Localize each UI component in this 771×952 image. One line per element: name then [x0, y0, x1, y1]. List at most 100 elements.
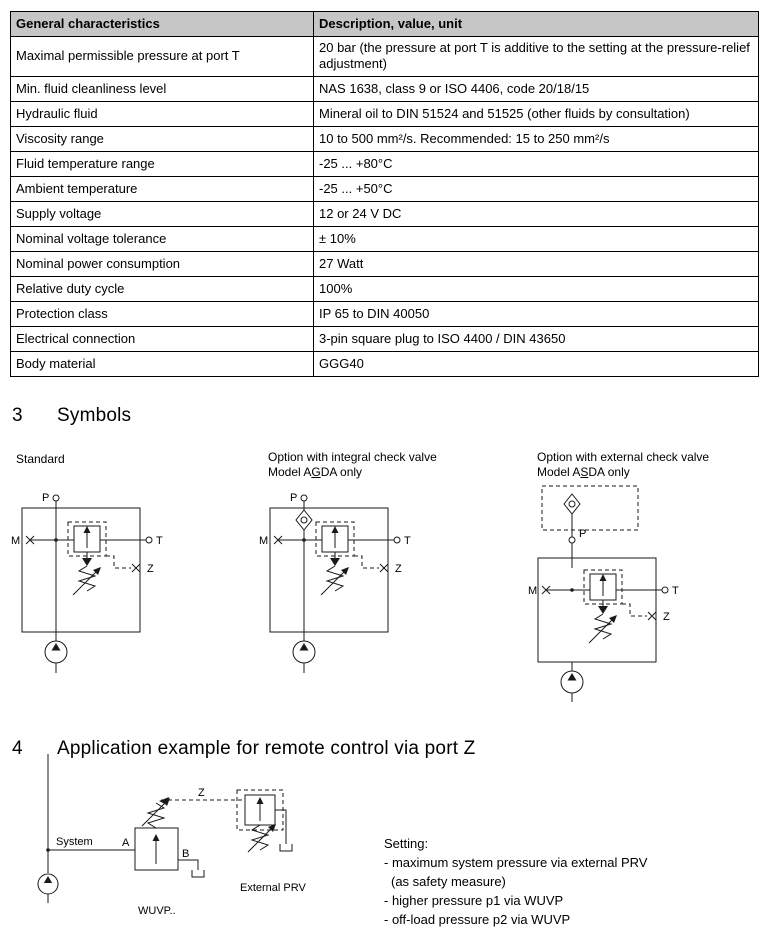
spec-cell-characteristic: Ambient temperature: [10, 176, 314, 202]
valve-envelope: [269, 507, 389, 633]
spec-cell-value: -25 ... +80°C: [313, 151, 759, 177]
settings-title: Setting:: [384, 836, 429, 851]
pump-icon: [44, 632, 68, 673]
external-prv-label: External PRV: [240, 882, 306, 894]
system-label: System: [56, 836, 93, 848]
port-p-icon: [568, 536, 576, 544]
spec-cell-value: Mineral oil to DIN 51524 and 51525 (othe…: [313, 101, 759, 127]
settings-item: - higher pressure p1 via WUVP: [384, 893, 564, 908]
port-z-closed-icon: [379, 563, 389, 573]
spec-cell-characteristic: Nominal voltage tolerance: [10, 226, 314, 252]
port-t-icon: [393, 536, 401, 544]
symbol-label-asda-line1: Option with external check valve: [537, 450, 710, 464]
section-number: 3: [12, 405, 23, 426]
external-check-envelope: [541, 485, 639, 531]
application-example-diagram: System A B Z: [37, 754, 306, 917]
settings-block: Setting: - maximum system pressure via e…: [384, 834, 647, 929]
spec-cell-characteristic: Hydraulic fluid: [10, 101, 314, 127]
spec-table: General characteristics Description, val…: [10, 11, 759, 377]
spring-icon: [72, 565, 101, 596]
symbol-label-agda-line2: Model AGDA only: [268, 465, 363, 479]
port-label-m: M: [11, 535, 20, 547]
spec-cell-value: -25 ... +50°C: [313, 176, 759, 202]
spec-cell-characteristic: Fluid temperature range: [10, 151, 314, 177]
port-m-closed-icon: [541, 585, 551, 595]
port-label-m: M: [528, 585, 537, 597]
relief-valve-icon: [315, 521, 355, 566]
header-description-value-unit: Description, value, unit: [313, 11, 759, 37]
symbol-label-asda: Option with external check valve Model A…: [537, 450, 709, 480]
hydraulic-symbol-standard: P M T Z: [11, 492, 163, 673]
pump-icon: [37, 873, 59, 903]
external-prv-icon: [236, 789, 293, 853]
settings-item: - off-load pressure p2 via WUVP: [384, 912, 571, 927]
pump-icon: [292, 632, 316, 673]
header-general-characteristics: General characteristics: [10, 11, 314, 37]
spec-cell-characteristic: Supply voltage: [10, 201, 314, 227]
port-label-t: T: [672, 585, 679, 597]
port-label-z: Z: [198, 787, 205, 799]
spec-cell-value: 100%: [313, 276, 759, 302]
check-valve-icon: [295, 509, 313, 531]
table-header-row: General characteristics Description, val…: [10, 11, 759, 37]
spec-cell-value: ± 10%: [313, 226, 759, 252]
spec-cell-value: NAS 1638, class 9 or ISO 4406, code 20/1…: [313, 76, 759, 102]
spring-icon: [588, 613, 617, 644]
port-label-p: P: [579, 528, 586, 540]
settings-item: (as safety measure): [391, 874, 506, 889]
port-label-t: T: [404, 535, 411, 547]
hydraulic-symbol-agda: P M T Z: [259, 492, 411, 673]
port-label-m: M: [259, 535, 268, 547]
relief-valve-icon: [67, 521, 107, 566]
port-z-closed-icon: [647, 611, 657, 621]
port-label-p: P: [42, 492, 49, 504]
port-label-z: Z: [147, 563, 154, 575]
section-heading-symbols: 3 Symbols: [12, 405, 131, 427]
table-row: Ambient temperature-25 ... +50°C: [10, 176, 759, 202]
pilot-arrow-icon: [159, 797, 169, 805]
spec-cell-value: 27 Watt: [313, 251, 759, 277]
check-valve-icon: [563, 493, 581, 515]
symbol-label-standard: Standard: [16, 452, 65, 466]
spring-icon: [320, 565, 349, 596]
port-m-closed-icon: [273, 535, 283, 545]
spec-cell-value: 3-pin square plug to ISO 4400 / DIN 4365…: [313, 326, 759, 352]
settings-item: - maximum system pressure via external P…: [384, 855, 648, 870]
relief-valve-icon: [583, 569, 623, 614]
pump-icon: [560, 662, 584, 702]
wuvp-valve-icon: [134, 827, 179, 871]
port-t-icon: [145, 536, 153, 544]
spec-cell-characteristic: Body material: [10, 351, 314, 377]
port-label-t: T: [156, 535, 163, 547]
spec-cell-characteristic: Viscosity range: [10, 126, 314, 152]
section-number: 4: [12, 738, 23, 759]
symbol-label-asda-line2: Model ASDA only: [537, 465, 630, 479]
spec-cell-characteristic: Nominal power consumption: [10, 251, 314, 277]
spec-cell-value: 20 bar (the pressure at port T is additi…: [313, 36, 759, 77]
port-label-b: B: [182, 848, 189, 860]
spec-cell-value: IP 65 to DIN 40050: [313, 301, 759, 327]
port-p-icon: [300, 494, 308, 502]
spec-cell-characteristic: Electrical connection: [10, 326, 314, 352]
wuvp-label: WUVP..: [138, 905, 176, 917]
valve-envelope: [537, 557, 657, 663]
section-title: Application example for remote control v…: [57, 738, 476, 759]
section-heading-application: 4 Application example for remote control …: [12, 738, 476, 760]
port-label-z: Z: [395, 563, 402, 575]
spec-cell-characteristic: Min. fluid cleanliness level: [10, 76, 314, 102]
port-t-icon: [661, 586, 669, 594]
spec-cell-characteristic: Protection class: [10, 301, 314, 327]
hydraulic-symbol-asda: P M T Z: [528, 485, 679, 702]
symbol-label-agda-line1: Option with integral check valve: [268, 450, 437, 464]
spec-cell-value: GGG40: [313, 351, 759, 377]
section-title: Symbols: [57, 405, 132, 426]
